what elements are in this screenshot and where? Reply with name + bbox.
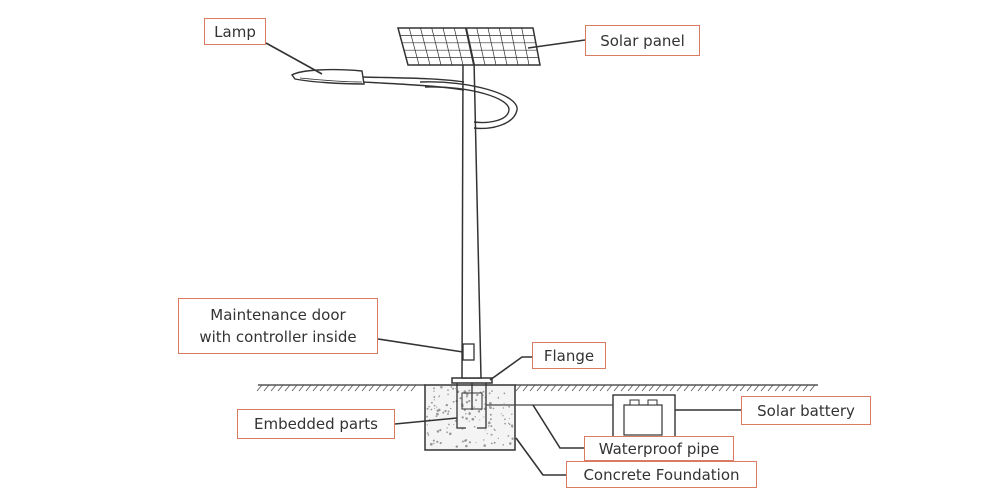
label-lamp-text: Lamp <box>214 22 256 41</box>
leader-waterproof-pipe <box>532 404 584 449</box>
label-flange: Flange <box>532 342 606 369</box>
leader-embedded-parts <box>394 417 458 425</box>
label-waterproof-pipe-text: Waterproof pipe <box>598 439 720 458</box>
embedded-parts <box>456 380 487 429</box>
ground-surface <box>256 384 818 392</box>
label-lamp: Lamp <box>204 18 266 45</box>
label-solar-panel-text: Solar panel <box>600 31 685 50</box>
label-maintenance-door-line2: with controller inside <box>199 328 357 346</box>
lamp-head <box>290 68 365 85</box>
leader-solar-panel <box>527 39 586 49</box>
label-concrete-foundation: Concrete Foundation <box>566 461 757 488</box>
label-maintenance-door: Maintenance door with controller inside <box>178 298 378 354</box>
lamp-arm <box>361 76 518 130</box>
leader-lines <box>265 39 741 476</box>
label-concrete-foundation-text: Concrete Foundation <box>583 465 740 484</box>
label-solar-battery-text: Solar battery <box>757 401 855 420</box>
label-solar-battery: Solar battery <box>741 396 871 425</box>
solar-panel <box>397 27 541 66</box>
maintenance-door <box>462 343 475 361</box>
leader-maintenance-door <box>377 338 464 353</box>
concrete-foundation-block <box>424 384 516 451</box>
pole <box>461 59 482 379</box>
solar-battery <box>612 394 676 440</box>
label-waterproof-pipe: Waterproof pipe <box>584 436 734 461</box>
label-embedded-parts: Embedded parts <box>237 409 395 439</box>
leader-concrete-foundation <box>515 437 566 476</box>
leader-lamp <box>265 42 323 75</box>
label-embedded-parts-text: Embedded parts <box>254 415 378 433</box>
leader-flange <box>489 356 532 381</box>
label-solar-panel: Solar panel <box>585 25 700 56</box>
label-maintenance-door-line1: Maintenance door <box>210 306 346 324</box>
label-flange-text: Flange <box>543 346 595 365</box>
